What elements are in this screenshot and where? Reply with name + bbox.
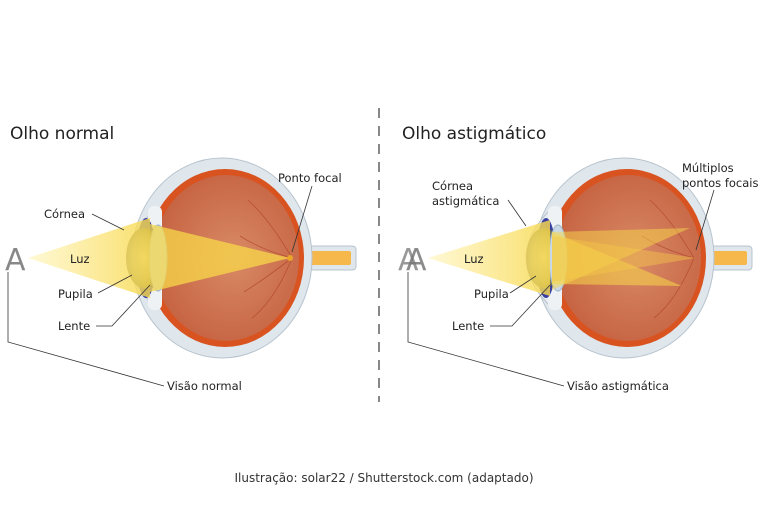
leader-focal-2 — [695, 189, 715, 251]
optic-nerve — [300, 251, 351, 265]
leader-cornea-2 — [507, 199, 527, 227]
light-beam-in-2 — [428, 220, 550, 296]
label-focal-multi-2: pontos focais — [682, 176, 758, 190]
vitreous-body-2 — [555, 175, 701, 341]
label-visao: Visão normal — [167, 379, 242, 393]
title-normal-eye: Olho normal — [10, 124, 115, 144]
leader-visao-2 — [407, 272, 565, 387]
leader-pupila-2 — [509, 275, 537, 294]
astigmatic-eye: A A Córnea astigmática Luz Pupila Lente … — [398, 157, 758, 393]
title-astigmatic-eye: Olho astigmático — [402, 124, 547, 144]
label-luz: Luz — [70, 252, 90, 266]
label-visao-astig: Visão astigmática — [567, 379, 669, 393]
leader-focal — [291, 185, 313, 253]
label-luz-2: Luz — [464, 252, 484, 266]
label-pupila-2: Pupila — [474, 287, 509, 301]
letter-a-blur-2: A — [406, 243, 427, 278]
leader-lente-2 — [490, 284, 551, 327]
letter-a-blur-1: A — [398, 243, 419, 278]
light-beam-b — [552, 228, 690, 290]
leader-lente — [96, 284, 151, 327]
focal-point — [287, 255, 293, 261]
label-cornea-astig-2: astigmática — [432, 194, 499, 208]
leader-pupila — [97, 274, 133, 294]
label-lente: Lente — [58, 319, 90, 333]
retinal-veins — [239, 199, 293, 319]
label-cornea-astig-1: Córnea — [432, 179, 473, 193]
label-pupila: Pupila — [58, 287, 93, 301]
label-cornea: Córnea — [44, 207, 85, 221]
leader-visao — [7, 272, 165, 387]
image-credit: Ilustração: solar22 / Shutterstock.com (… — [234, 471, 534, 485]
label-focal: Ponto focal — [278, 171, 342, 185]
label-focal-multi-1: Múltiplos — [682, 161, 734, 175]
light-beam-c — [552, 236, 696, 282]
label-lente-2: Lente — [452, 319, 484, 333]
leader-cornea — [91, 213, 125, 231]
light-beam-in — [28, 218, 150, 298]
normal-eye: A Córnea Luz Pupila Lente Ponto focal Vi… — [5, 157, 357, 393]
letter-a: A — [5, 243, 26, 278]
light-beam-focus — [150, 224, 290, 292]
